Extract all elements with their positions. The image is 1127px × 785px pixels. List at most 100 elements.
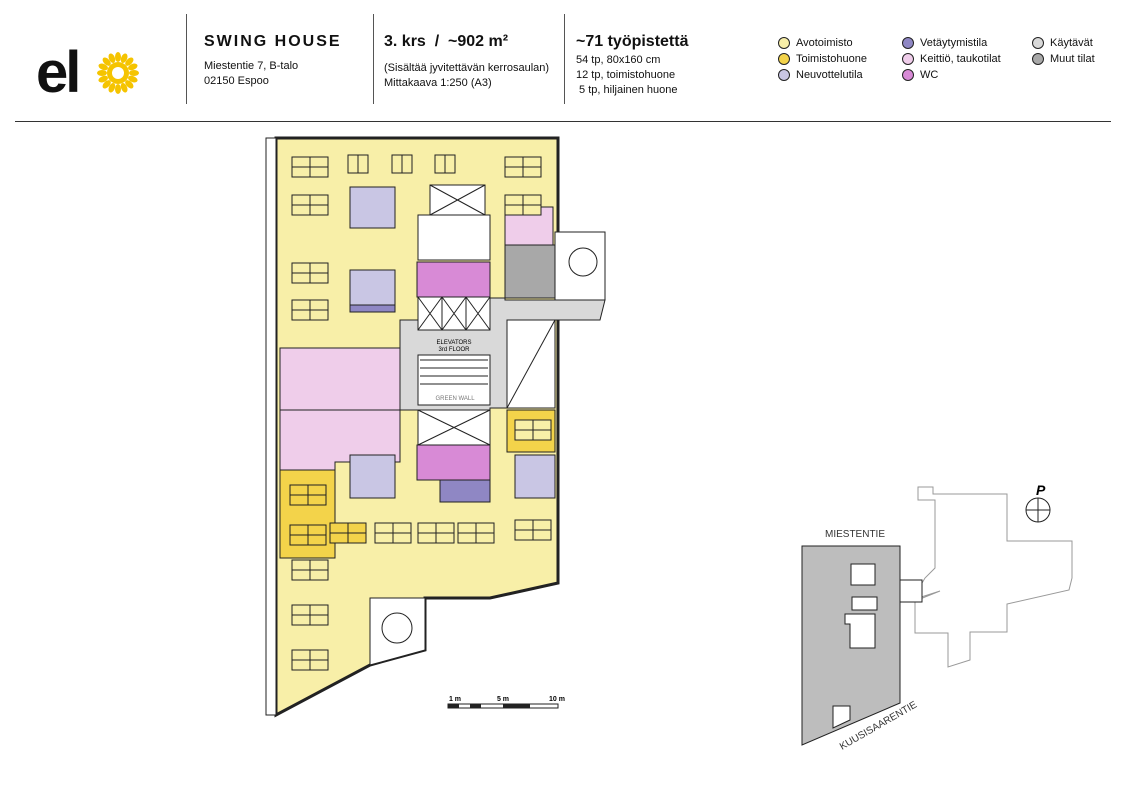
desk — [374, 522, 394, 534]
legend-col-3: Käytävät Muut tilat — [1032, 35, 1095, 67]
legend-item-wc: WC — [902, 67, 1001, 83]
spiral-stair-east-icon — [568, 247, 598, 277]
desk — [401, 154, 413, 174]
legend-item-muut-tilat: Muut tilat — [1032, 51, 1095, 67]
desk — [391, 154, 403, 174]
stair-lines — [420, 359, 488, 385]
desk — [291, 166, 311, 178]
desk — [291, 569, 311, 581]
desk — [291, 659, 311, 671]
legend-item-toimistohuone: Toimistohuone — [778, 51, 867, 67]
swatch — [902, 53, 914, 65]
desk — [289, 484, 309, 496]
workstation-title: ~71 työpistettä — [576, 33, 689, 50]
legend-item-keittio: Keittiö, taukotilat — [902, 51, 1001, 67]
desk — [504, 204, 524, 216]
floor-info: 3. krs / ~902 m² (Sisältää jyvitettävän … — [384, 33, 549, 91]
legend-item-kaytavat: Käytävät — [1032, 35, 1095, 51]
desk — [417, 532, 437, 544]
address-line-1: Miestentie 7, B-talo — [204, 60, 299, 72]
divider — [186, 14, 187, 104]
street-label-miestentie: MIESTENTIE — [825, 529, 885, 540]
desk — [522, 166, 542, 178]
desk — [309, 659, 329, 671]
desk — [522, 204, 542, 216]
elo-logo: el — [36, 40, 151, 105]
desk — [289, 494, 309, 506]
meeting-room-4 — [514, 454, 556, 499]
desk — [504, 156, 524, 168]
desk — [504, 166, 524, 178]
desk — [291, 309, 311, 321]
desk — [309, 194, 329, 206]
desk — [291, 272, 311, 284]
desk — [291, 649, 311, 661]
wc-block-north — [416, 261, 491, 298]
swatch — [778, 53, 790, 65]
desk — [435, 532, 455, 544]
workstation-line: 5 tp, hiljainen huone — [576, 84, 678, 96]
elevator-core — [417, 354, 491, 406]
spiral-stair-south — [369, 597, 426, 666]
desk — [522, 194, 542, 206]
address-line-2: 02150 Espoo — [204, 75, 269, 87]
desk — [309, 272, 329, 284]
legend-col-1: Avotoimisto Toimistohuone Neuvottelutila — [778, 35, 867, 83]
desk — [307, 494, 327, 506]
workstation-line: 12 tp, toimistohuone — [576, 69, 676, 81]
desk — [291, 262, 311, 274]
legend-col-2: Vetäytymistila Keittiö, taukotilat WC — [902, 35, 1001, 83]
swatch — [902, 69, 914, 81]
building-info: SWING HOUSE Miestentie 7, B-talo 02150 E… — [204, 33, 342, 89]
desk — [309, 614, 329, 626]
desk — [357, 154, 369, 174]
divider — [564, 14, 565, 104]
desk — [309, 262, 329, 274]
desk — [307, 534, 327, 546]
desk — [417, 522, 437, 534]
desk — [309, 299, 329, 311]
desk — [307, 484, 327, 496]
wc-block-south — [416, 444, 491, 481]
svg-text:1 m: 1 m — [449, 696, 461, 703]
desk — [475, 532, 495, 544]
elevator-shafts — [417, 184, 491, 446]
swatch — [778, 69, 790, 81]
divider — [373, 14, 374, 104]
desk — [514, 529, 534, 541]
header-divider — [15, 121, 1111, 122]
parking-label: P — [1036, 482, 1046, 498]
desk — [309, 156, 329, 168]
desk — [347, 522, 367, 534]
desk — [392, 522, 412, 534]
swatch — [902, 37, 914, 49]
lounge-area — [279, 347, 401, 411]
swatch — [1032, 37, 1044, 49]
desk — [374, 532, 394, 544]
service-room — [504, 244, 556, 299]
svg-text:5 m: 5 m — [497, 696, 509, 703]
spiral-stair-east — [554, 231, 606, 301]
spiral-stair-south-icon — [381, 612, 413, 644]
desk — [347, 154, 359, 174]
desk — [514, 419, 534, 431]
floor-title: 3. krs / ~902 m² — [384, 33, 509, 50]
legend-item-avotoimisto: Avotoimisto — [778, 35, 867, 51]
desk — [291, 299, 311, 311]
desk — [504, 194, 524, 206]
neighbor-building-outline — [910, 486, 1073, 668]
desk — [329, 522, 349, 534]
green-wall-label: GREEN WALL — [435, 396, 475, 402]
site-map — [801, 486, 1073, 746]
elevators-label: ELEVATORS — [436, 340, 471, 346]
legend-item-vetaytymistila: Vetäytymistila — [902, 35, 1001, 51]
floor-label: 3rd FLOOR — [438, 347, 470, 353]
desk — [514, 429, 534, 441]
scale-bar: 1 m 5 m 10 m — [447, 696, 565, 709]
meeting-room-2 — [349, 269, 396, 306]
swatch — [778, 37, 790, 49]
floor-scale: Mittakaava 1:250 (A3) — [384, 77, 492, 89]
workstation-line: 54 tp, 80x160 cm — [576, 54, 661, 66]
facade-wall — [265, 137, 277, 716]
